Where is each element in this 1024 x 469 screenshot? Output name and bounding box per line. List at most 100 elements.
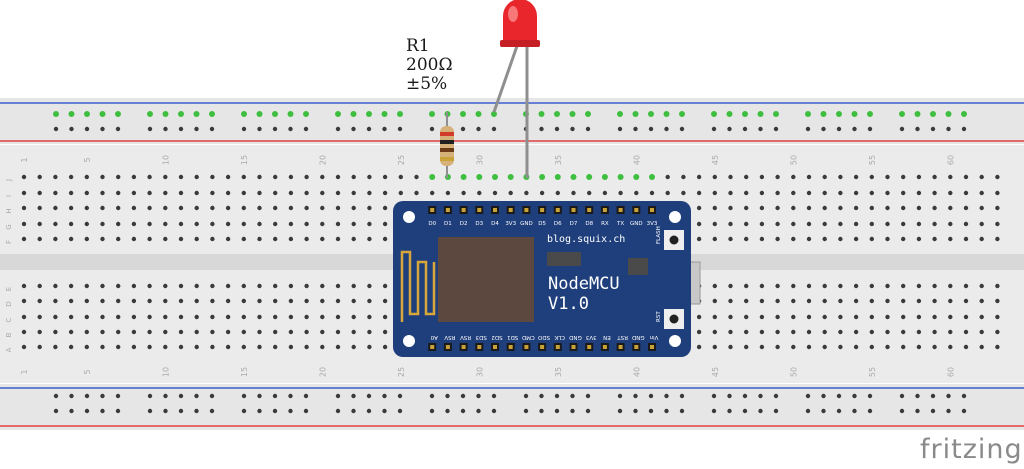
terminal-hole [163, 205, 168, 211]
terminal-hole [492, 190, 498, 196]
terminal-hole [681, 174, 686, 180]
terminal-hole [932, 283, 937, 289]
pin-label: RX [601, 221, 609, 227]
terminal-hole [320, 329, 325, 335]
rail-hole [288, 393, 293, 399]
header-pin [461, 208, 466, 212]
rail-hole [272, 408, 278, 414]
terminal-hole [696, 329, 702, 335]
terminal-hole [178, 205, 184, 211]
rail-hole [930, 393, 936, 399]
column-number: 15 [240, 155, 249, 165]
rail-hole [397, 393, 403, 399]
rail-hole [617, 393, 623, 399]
terminal-hole [414, 174, 419, 180]
rail-hole [585, 408, 591, 414]
terminal-hole [744, 174, 749, 180]
terminal-hole [241, 221, 246, 227]
terminal-hole [822, 314, 827, 320]
terminal-hole [100, 205, 105, 211]
terminal-hole [728, 314, 733, 320]
terminal-hole [53, 236, 58, 242]
terminal-hole [131, 283, 137, 289]
terminal-hole [116, 298, 121, 304]
terminal-hole [304, 329, 309, 335]
terminal-hole [147, 221, 152, 227]
terminal-hole [194, 174, 199, 180]
terminal-hole [869, 329, 874, 335]
terminal-hole [351, 329, 356, 335]
terminal-hole [194, 221, 199, 227]
terminal-hole [335, 190, 341, 196]
terminal-holes [21, 174, 1000, 350]
terminal-hole [53, 221, 58, 227]
terminal-hole [791, 190, 796, 196]
terminal-hole [116, 283, 121, 289]
terminal-hole [744, 205, 749, 211]
terminal-hole [288, 283, 294, 289]
row-letter: D [5, 301, 13, 306]
terminal-hole [257, 190, 262, 196]
rail-hole [820, 111, 827, 117]
terminal-hole [194, 314, 199, 320]
terminal-hole [979, 174, 984, 180]
terminal-hole [68, 329, 74, 335]
terminal-hole [147, 205, 152, 211]
rail-hole [84, 126, 90, 132]
terminal-hole [210, 344, 215, 350]
terminal-hole [288, 205, 294, 211]
terminal-hole [853, 174, 859, 180]
terminal-hole [147, 344, 152, 350]
rail-hole [711, 126, 717, 132]
terminal-hole [273, 174, 278, 180]
terminal-hole [853, 205, 859, 211]
terminal-hole [116, 190, 121, 196]
header-pin [587, 208, 592, 212]
terminal-hole [100, 174, 105, 180]
terminal-hole [791, 174, 796, 180]
pin-label: A0 [430, 334, 438, 340]
terminal-hole [163, 344, 168, 350]
terminal-hole [414, 190, 419, 196]
terminal-hole [995, 236, 1000, 242]
terminal-hole [273, 329, 278, 335]
rail-hole [867, 408, 873, 414]
terminal-hole [210, 298, 215, 304]
terminal-hole [822, 236, 827, 242]
terminal-hole [210, 190, 215, 196]
terminal-hole [351, 205, 356, 211]
terminal-hole [382, 298, 388, 304]
terminal-hole [775, 174, 780, 180]
terminal-hole [100, 344, 105, 350]
column-number: 20 [318, 155, 327, 165]
terminal-hole [84, 314, 90, 320]
column-number: 35 [554, 367, 563, 377]
rail-hole [272, 393, 278, 399]
terminal-hole [304, 344, 309, 350]
terminal-hole [21, 314, 27, 320]
rail-hole [679, 408, 685, 414]
terminal-hole [225, 314, 231, 320]
terminal-hole [304, 236, 309, 242]
terminal-hole [178, 174, 184, 180]
terminal-hole [320, 174, 325, 180]
terminal-hole [367, 298, 372, 304]
rail-hole [539, 393, 544, 399]
terminal-hole [963, 174, 969, 180]
resistor-value: 200Ω [406, 55, 453, 75]
terminal-hole [21, 344, 27, 350]
rail-hole [366, 111, 372, 117]
rail-hole [115, 393, 121, 399]
terminal-hole [21, 174, 27, 180]
terminal-hole [68, 174, 74, 180]
pin-label: D3 [475, 221, 483, 227]
terminal-hole [901, 344, 906, 350]
rail-hole [241, 408, 247, 414]
rail-hole [930, 408, 936, 414]
rail-hole [429, 408, 435, 414]
terminal-hole [916, 314, 922, 320]
terminal-hole [979, 205, 984, 211]
terminal-hole [178, 329, 184, 335]
terminal-hole [901, 221, 906, 227]
rail-hole [836, 393, 842, 399]
